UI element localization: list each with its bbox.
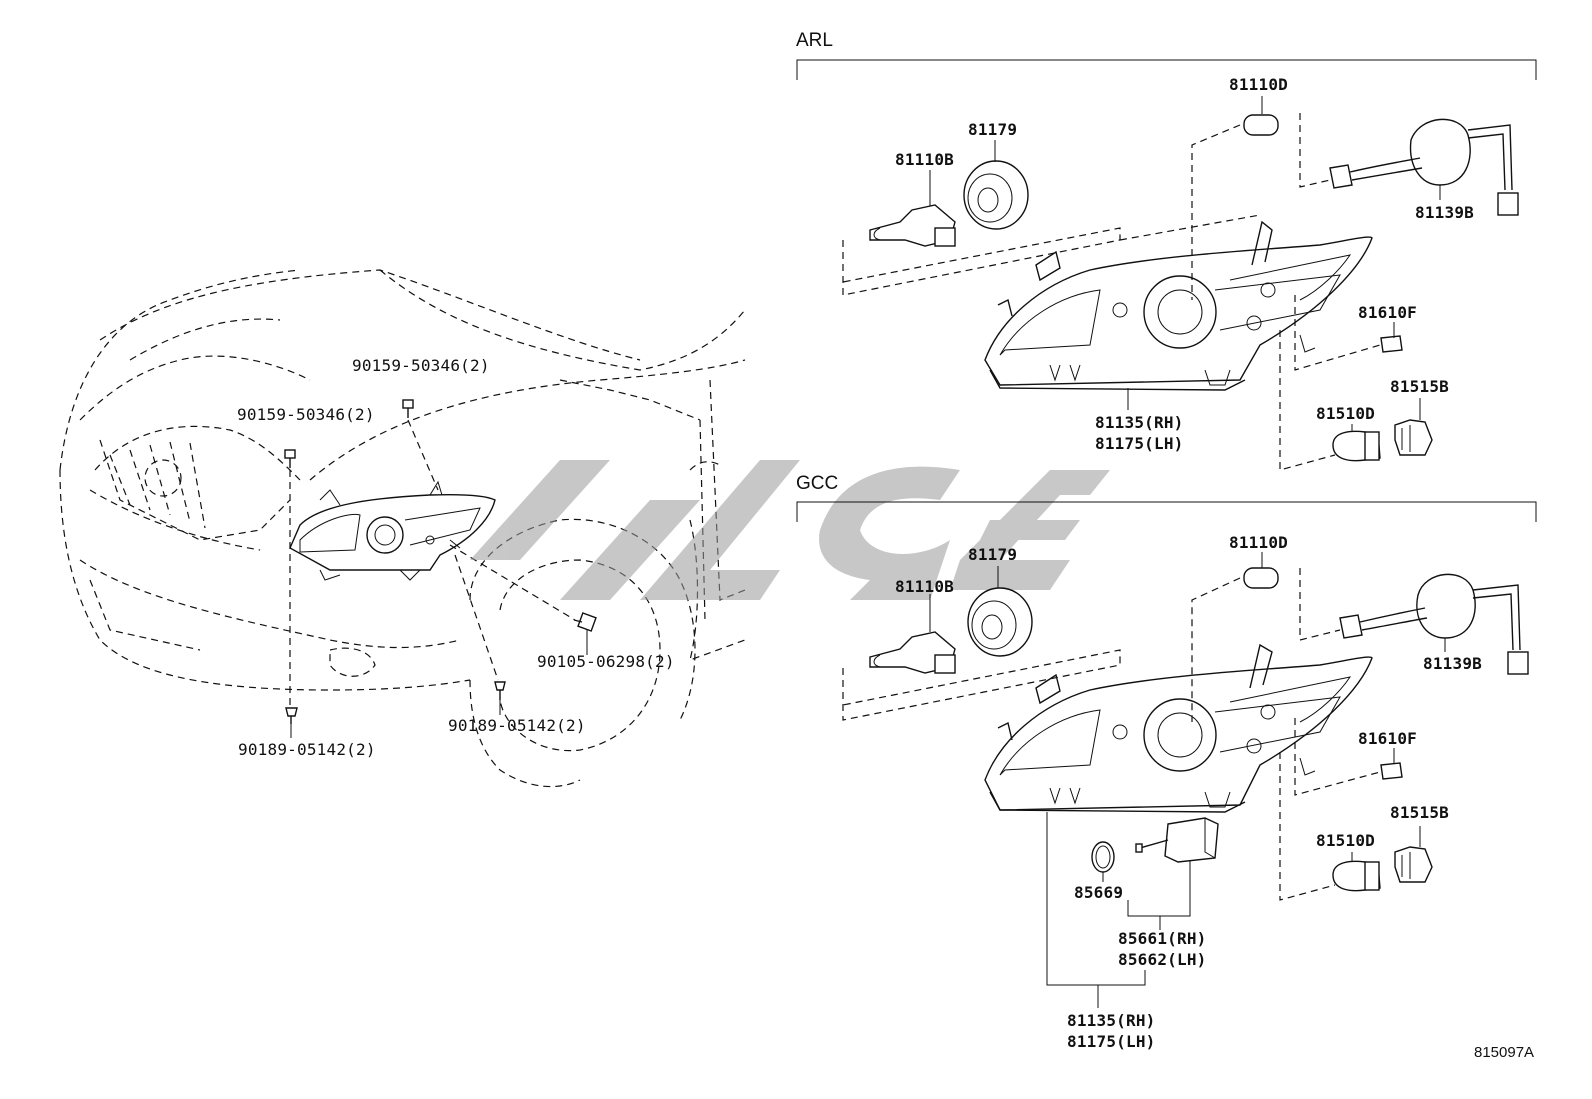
car-outline xyxy=(59,269,746,788)
gcc-label-81110b: 81110B xyxy=(895,577,954,596)
gcc-label-85669: 85669 xyxy=(1074,883,1124,902)
section-label-gcc: GCC xyxy=(796,473,839,494)
gcc-label-81610f: 81610F xyxy=(1358,729,1417,748)
gcc-label-85661-rh: 85661(RH) xyxy=(1118,929,1207,948)
arl-label-81139b: 81139B xyxy=(1415,203,1474,222)
gcc-label-81510d: 81510D xyxy=(1316,831,1375,850)
arl-label-81110d: 81110D xyxy=(1229,75,1288,94)
gcc-parts xyxy=(842,552,1529,1008)
section-label-arl: ARL xyxy=(796,30,833,51)
arl-label-81510d: 81510D xyxy=(1316,404,1375,423)
arl-label-81175-lh: 81175(LH) xyxy=(1095,434,1184,453)
gcc-label-81179: 81179 xyxy=(968,545,1018,564)
gcc-label-81139b: 81139B xyxy=(1423,654,1482,673)
watermark-logo xyxy=(470,460,1110,600)
arl-label-81179: 81179 xyxy=(968,120,1018,139)
gcc-label-81135-rh: 81135(RH) xyxy=(1067,1011,1156,1030)
arl-label-81515b: 81515B xyxy=(1390,377,1449,396)
gcc-bracket xyxy=(796,501,1537,522)
arl-parts xyxy=(842,96,1519,471)
arl-label-81135-rh: 81135(RH) xyxy=(1095,413,1184,432)
gcc-label-81515b: 81515B xyxy=(1390,803,1449,822)
diagram-ref-code: 815097A xyxy=(1474,1044,1535,1061)
gcc-label-81110d: 81110D xyxy=(1229,533,1288,552)
part-label-90159-left: 90159-50346(2) xyxy=(237,405,375,424)
arl-label-81110b: 81110B xyxy=(895,150,954,169)
part-label-90189-right: 90189-05142(2) xyxy=(448,716,586,735)
part-label-90189-left: 90189-05142(2) xyxy=(238,740,376,759)
arl-bracket xyxy=(796,59,1537,80)
gcc-label-85662-lh: 85662(LH) xyxy=(1118,950,1207,969)
arl-label-81610f: 81610F xyxy=(1358,303,1417,322)
gcc-label-81175-lh: 81175(LH) xyxy=(1067,1032,1156,1051)
part-label-90105: 90105-06298(2) xyxy=(537,652,675,671)
part-label-90159-top: 90159-50346(2) xyxy=(352,356,490,375)
fasteners xyxy=(284,399,597,738)
car-headlamp xyxy=(289,480,496,581)
